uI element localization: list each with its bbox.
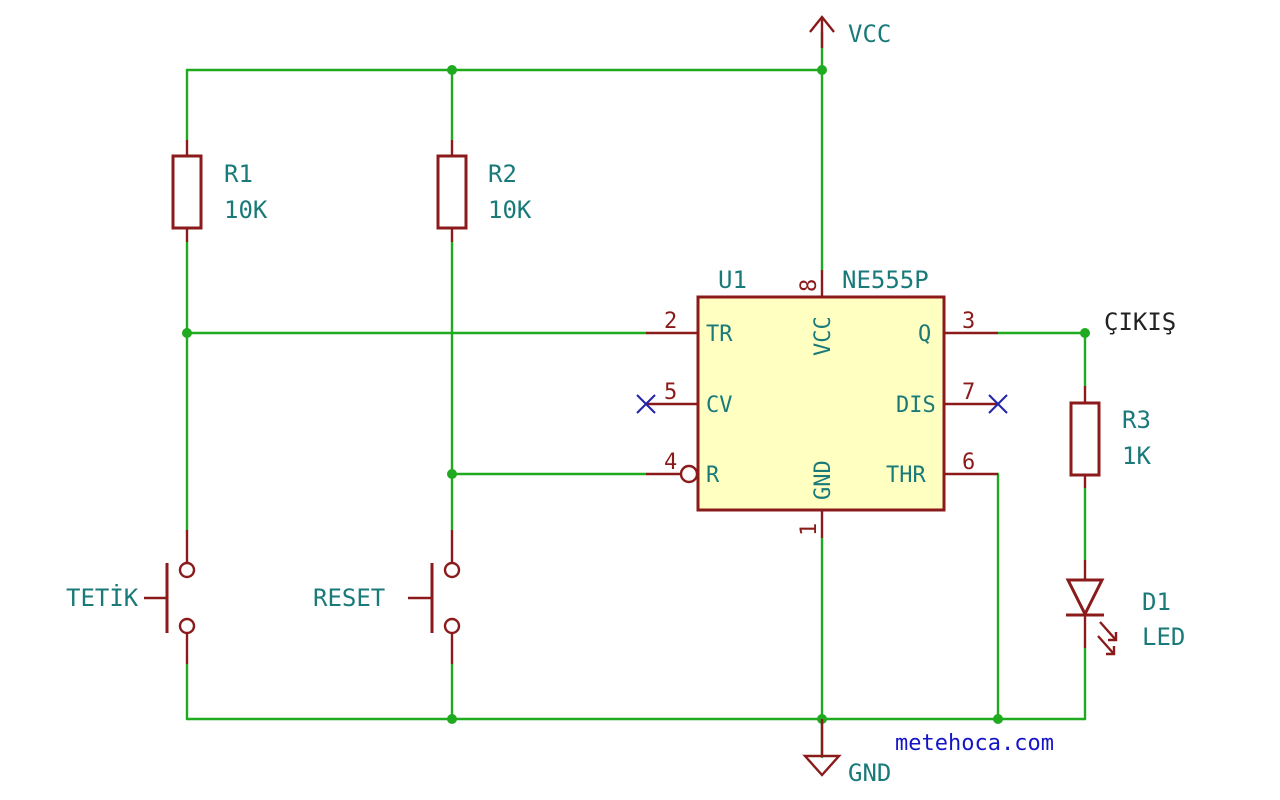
pin-1-name: GND — [811, 460, 836, 500]
junction-dot — [447, 714, 457, 724]
junction-dot — [182, 328, 192, 338]
vcc-symbol: VCC — [809, 15, 891, 48]
pin-6-number: 6 — [962, 450, 975, 475]
junction-dot — [817, 65, 827, 75]
junction-dot — [1080, 328, 1090, 338]
ic-u1: U1 NE555P 2 TR 5 CV 4 R 8 VCC 1 GND 3 Q — [636, 266, 1008, 538]
r1-body — [171, 154, 203, 230]
pin-1-number: 1 — [797, 523, 822, 536]
led-value: LED — [1142, 623, 1185, 651]
reset-label: RESET — [313, 584, 385, 612]
r1-value: 10K — [224, 196, 268, 224]
r2-ref: R2 — [488, 160, 517, 188]
pin-7-no-connect — [988, 394, 1008, 414]
pin-8-number: 8 — [797, 279, 822, 292]
pin-2-name: TR — [706, 322, 733, 347]
gnd-label: GND — [848, 759, 891, 787]
pin-3-name: Q — [918, 322, 931, 347]
wires — [185, 30, 1087, 759]
junction-dot — [447, 65, 457, 75]
switch-tetik: TETİK — [66, 530, 196, 664]
r2-body — [436, 154, 468, 230]
pin-7-name: DIS — [896, 393, 936, 418]
tetik-label: TETİK — [66, 583, 139, 612]
r1-ref: R1 — [224, 160, 253, 188]
vcc-arrow-head — [809, 15, 835, 33]
pin-4-inversion-bubble — [679, 464, 699, 484]
led-ref: D1 — [1142, 588, 1171, 616]
pin-4-number: 4 — [664, 450, 677, 475]
pin-3-number: 3 — [962, 309, 975, 334]
tetik-contact-top — [178, 561, 196, 579]
resistor-r1: R1 10K — [171, 140, 268, 242]
junction-dot — [447, 469, 457, 479]
reset-contact-bottom — [443, 617, 461, 635]
r3-body — [1069, 401, 1101, 477]
pin-5-no-connect — [636, 394, 656, 414]
pin-6-name: THR — [886, 463, 926, 488]
pin-5-number: 5 — [664, 380, 677, 405]
gnd-triangle — [802, 754, 842, 777]
led-emission-arrows — [1097, 621, 1118, 656]
tetik-contact-bottom — [178, 617, 196, 635]
ic-ref: U1 — [718, 266, 747, 294]
output-label: ÇIKIŞ — [1104, 308, 1176, 336]
resistor-r3: R3 1K — [1069, 386, 1151, 488]
pin-4-name: R — [706, 463, 720, 488]
junctions — [182, 65, 1090, 724]
pin-2-number: 2 — [664, 309, 677, 334]
led-triangle — [1065, 578, 1105, 618]
reset-contact-top — [443, 561, 461, 579]
vcc-label: VCC — [848, 20, 891, 48]
switch-reset: RESET — [313, 530, 461, 664]
r3-ref: R3 — [1122, 406, 1151, 434]
pin-5-name: CV — [706, 393, 733, 418]
led-d1: D1 LED — [1065, 560, 1185, 656]
r3-value: 1K — [1122, 442, 1151, 470]
resistor-r2: R2 10K — [436, 140, 532, 242]
gnd-symbol: GND — [802, 719, 891, 787]
r2-value: 10K — [488, 196, 532, 224]
junction-dot — [993, 714, 1003, 724]
ic-part: NE555P — [842, 266, 929, 294]
pin-7-number: 7 — [962, 380, 975, 405]
credit-label: metehoca.com — [895, 731, 1054, 756]
pin-8-name: VCC — [811, 316, 836, 356]
